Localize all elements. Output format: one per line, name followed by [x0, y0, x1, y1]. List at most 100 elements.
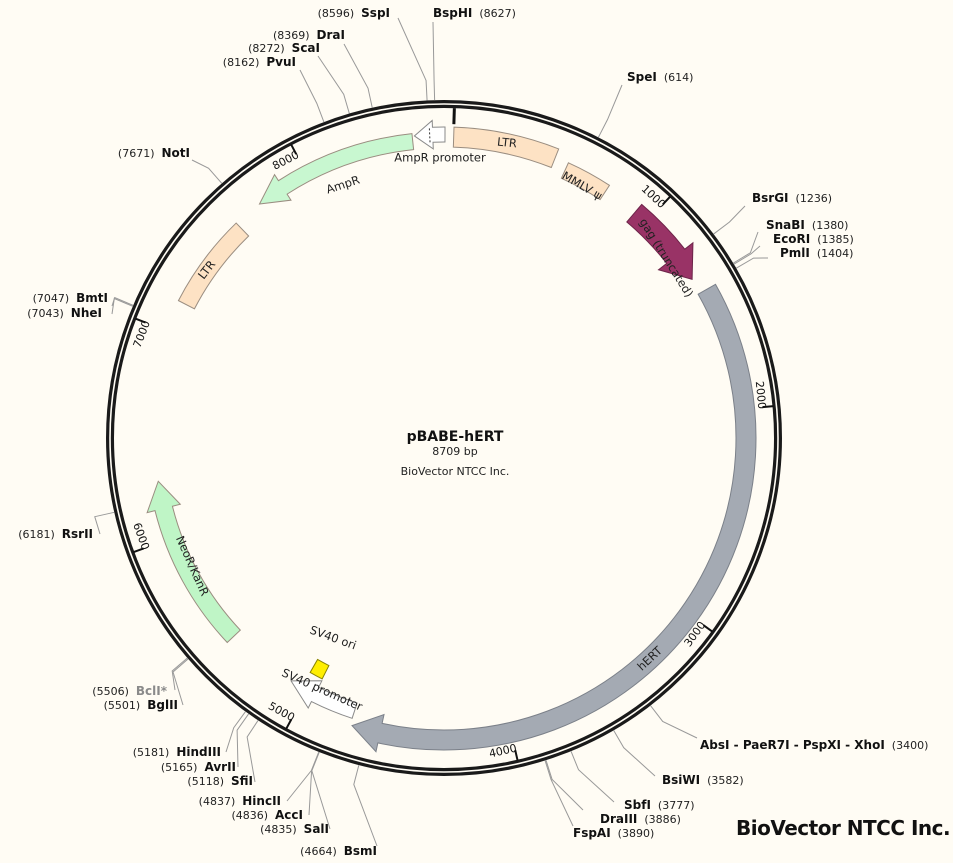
site-fspai: FspAI (3890): [544, 760, 654, 840]
site-label: (5165) AvrII: [161, 760, 236, 774]
site-name: DraI: [317, 28, 345, 42]
restriction-sites: (8596) SspI BspHI (8627) (8369) DraI(8272)…: [18, 6, 928, 858]
plasmid-length: 8709 bp: [432, 445, 477, 458]
site-leader-line: [311, 751, 331, 830]
origin-tick: [452, 108, 456, 125]
site-label: (4664) BsmI: [300, 844, 377, 858]
feature-shape: [309, 658, 330, 680]
site-label: (5118) SfiI: [187, 774, 253, 788]
site-hincii: (4837) HincII: [199, 751, 320, 808]
site-sfii: (5118) SfiI: [187, 720, 259, 788]
site-position: (8627): [472, 7, 516, 20]
site-label: PmlI (1404): [780, 246, 853, 260]
site-snabi: SnaBI (1380): [732, 218, 848, 264]
site-name: RsrII: [62, 527, 93, 541]
site-position: (7043): [27, 307, 71, 320]
tick-mark: [662, 195, 672, 206]
site-name: AvrII: [204, 760, 236, 774]
site-spei: SpeI (614): [597, 70, 694, 138]
site-nhei: (7043) NheI: [27, 297, 133, 320]
site-absi-paer7i-pspxi-xhoi: AbsI - PaeR7I - PspXI - XhoI (3400): [650, 705, 928, 752]
site-position: (1404): [810, 247, 854, 260]
site-position: (8596): [318, 7, 362, 20]
site-leader-line: [713, 205, 746, 235]
plasmid-name: pBABE-hERT: [407, 429, 504, 445]
tick-mark: [702, 624, 714, 633]
site-label: (8369) DraI: [273, 28, 345, 42]
site-label: FspAI (3890): [573, 826, 654, 840]
feature-ltr: LTR: [452, 126, 560, 169]
site-bcli-: (5506) BclI*: [92, 657, 188, 698]
ring-gap: [109, 103, 779, 773]
tick-mark: [285, 718, 293, 730]
tick-mark: [132, 547, 144, 554]
site-bsphi: BspHI (8627): [432, 6, 516, 101]
site-leader-line: [650, 705, 698, 739]
site-label: (7047) BmtI: [33, 291, 108, 305]
site-ecori: EcoRI (1385): [733, 232, 854, 265]
site-name: SnaBI: [766, 218, 805, 232]
site-name: SalI: [304, 822, 329, 836]
site-position: (7671): [118, 147, 162, 160]
site-bglii: (5501) BglII: [104, 658, 189, 712]
site-position: (3777): [651, 799, 695, 812]
site-leader-line: [597, 84, 623, 138]
site-position: (3582): [700, 774, 744, 787]
site-leader-line: [191, 159, 223, 184]
site-name: SpeI: [627, 70, 657, 84]
site-leader-line: [432, 21, 436, 101]
site-leader-line: [343, 43, 373, 108]
site-leader-line: [172, 658, 189, 706]
site-pvui: (8162) PvuI: [223, 55, 325, 123]
feature-label: AmpR: [324, 173, 361, 197]
site-position: (1380): [805, 219, 849, 232]
feature-shape: [560, 162, 611, 201]
site-name: AbsI - PaeR7I - PspXI - XhoI: [700, 738, 885, 752]
feature-shape: [626, 203, 694, 280]
site-bsiwi: BsiWI (3582): [613, 730, 744, 787]
site-label: (5181) HindIII: [133, 745, 221, 759]
site-label: (8272) ScaI: [248, 41, 320, 55]
site-position: (5506): [92, 685, 136, 698]
site-position: (1236): [789, 192, 833, 205]
tick-mark: [290, 143, 298, 155]
site-position: (5118): [187, 775, 231, 788]
feature-ampr-promoter: AmpR promoter: [394, 119, 486, 165]
site-name: PvuI: [266, 55, 296, 69]
site-name: SspI: [361, 6, 390, 20]
site-label: (6181) RsrII: [18, 527, 93, 541]
site-label: SbfI (3777): [624, 798, 695, 812]
site-bsmi: (4664) BsmI: [300, 764, 378, 858]
plasmid-company: BioVector NTCC Inc.: [401, 465, 510, 478]
site-leader-line: [171, 657, 188, 691]
site-bsrgi: BsrGI (1236): [713, 191, 832, 235]
site-scai: (8272) ScaI: [248, 41, 350, 114]
site-label: (5501) BglII: [104, 698, 178, 712]
tick-label: 4000: [488, 742, 518, 761]
site-position: (5181): [133, 746, 177, 759]
site-noti: (7671) NotI: [118, 146, 223, 184]
promoter-divider: [428, 127, 431, 143]
tick-mark: [134, 317, 146, 324]
site-leader-line: [735, 257, 769, 269]
feature-shape: [258, 133, 415, 205]
feature-shape: [177, 222, 250, 310]
tick-label: 2000: [753, 381, 769, 410]
site-draiii: DraIII (3886): [545, 760, 681, 826]
site-name: BmtI: [76, 291, 108, 305]
site-label: BsrGI (1236): [752, 191, 832, 205]
site-position: (614): [657, 71, 694, 84]
feature-sv40-ori: SV40 ori: [308, 623, 358, 680]
site-position: (8369): [273, 29, 317, 42]
site-position: (3890): [611, 827, 655, 840]
site-name: ScaI: [292, 41, 320, 55]
site-leader-line: [299, 69, 325, 123]
site-drai: (8369) DraI: [273, 28, 373, 108]
site-name: BglII: [147, 698, 178, 712]
site-leader-line: [732, 231, 759, 264]
feature-shape: [290, 680, 358, 719]
site-label: SnaBI (1380): [766, 218, 848, 232]
site-leader-line: [94, 511, 115, 535]
site-sbfi: SbfI (3777): [570, 751, 695, 812]
